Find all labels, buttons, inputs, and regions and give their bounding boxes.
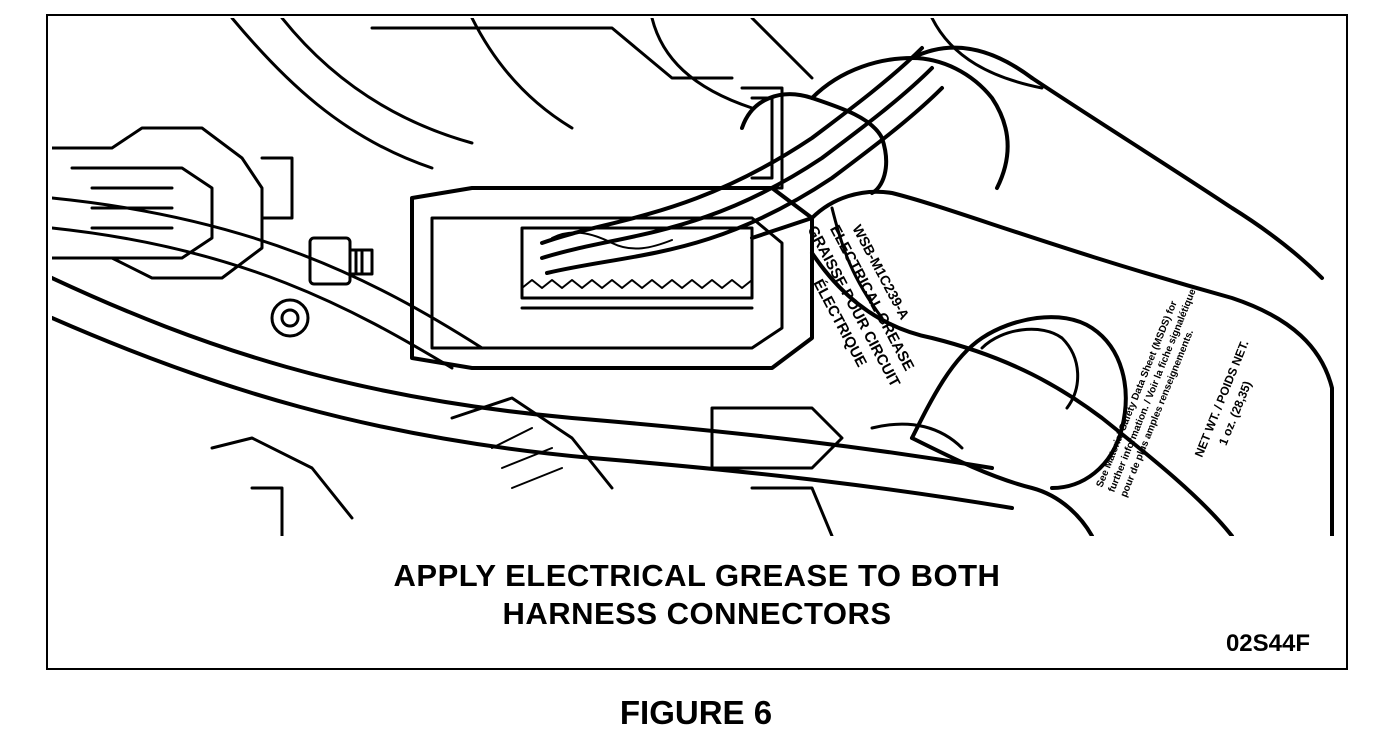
figure-label: FIGURE 6 bbox=[619, 694, 773, 731]
figure-frame bbox=[46, 14, 1348, 670]
engine-harness-illustration: WSB-M1C239-A ELECTRICAL GREASE GRAISSE P… bbox=[52, 18, 1334, 536]
caption-line-1: APPLY ELECTRICAL GREASE TO BOTH bbox=[393, 558, 1001, 593]
tube-msds-line-2: further information. / Voir la fiche sig… bbox=[1107, 287, 1199, 494]
caption-line-2: HARNESS CONNECTORS bbox=[502, 596, 892, 631]
figure-code: 02S44F bbox=[1225, 630, 1310, 657]
